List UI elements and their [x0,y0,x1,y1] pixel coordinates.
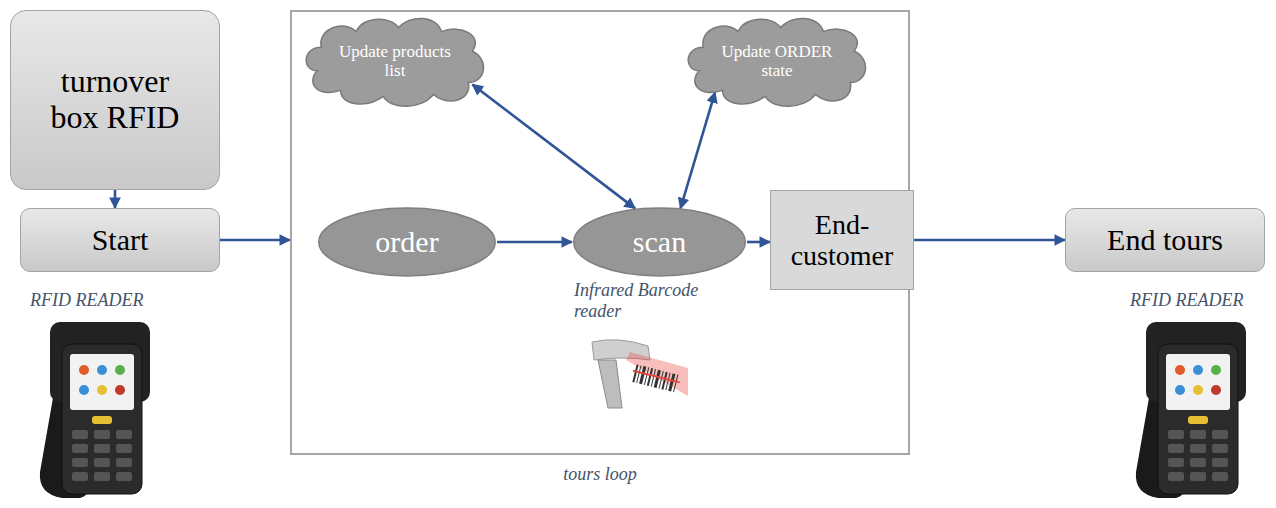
reader-button [1188,416,1208,424]
reader-keypad [1168,430,1228,481]
reader-body [1158,344,1238,494]
rfid-reader-picture [1136,322,1246,498]
ellipse-shape [319,208,495,276]
loop-frame: tours loopUpdate products listUpdate ORD… [290,10,910,455]
caption-label: RFID READER [1130,290,1270,311]
node-text: Start [92,223,149,257]
reader-button [92,416,112,424]
node-text: order [375,225,438,259]
screen-icon [1175,385,1185,395]
reader-keypad [72,430,132,481]
cloud-shape [688,19,865,107]
node-text: End-customer [780,209,904,272]
scanner-handle [598,360,622,408]
barcode-reader-picture [578,338,690,410]
screen-icon [1211,385,1221,395]
screen-icon [115,365,125,375]
picture-ground [578,338,690,410]
screen-icon [97,385,107,395]
terminal-box: Start [20,208,220,272]
node-text: Update ORDER state [721,42,833,80]
flow-arrow [910,239,1065,242]
flow-arrow [681,92,716,208]
flow-arrow [220,239,290,242]
screen-icon [97,365,107,375]
process-ellipse: scan [572,207,747,277]
node-text: turnover box RFID [45,64,185,136]
update-cloud: Update ORDER state [680,12,874,110]
node-text: Update products list [339,42,451,80]
ellipse-shape [574,208,746,276]
caption-label: Infrared Barcode reader [574,280,744,321]
flow-arrow [472,85,635,209]
flow-arrow [497,241,572,244]
node-text: End tours [1107,223,1223,257]
screen-icon [1211,365,1221,375]
caption-label: RFID READER [30,290,220,311]
reader-screen [1166,354,1230,410]
scanner-beam [626,352,688,396]
reader-screen [70,354,134,410]
frame-caption: tours loop [292,464,908,484]
rfid-reader-picture [40,322,150,498]
screen-icon [115,385,125,395]
screen-icon [79,365,89,375]
process-ellipse: order [317,207,497,277]
start-box: turnover box RFID [10,10,220,190]
screen-icon [1175,365,1185,375]
terminal-box: End tours [1065,208,1265,272]
screen-icon [79,385,89,395]
reader-body [62,344,142,494]
cloud-shape [306,19,483,107]
flow-arrow [114,190,117,208]
screen-icon [1193,365,1203,375]
barcode [630,364,681,393]
flow-arrow [747,241,770,244]
update-cloud: Update products list [298,12,492,110]
screen-icon [1193,385,1203,395]
node-text: scan [633,225,686,259]
process-box: End-customer [770,190,914,290]
